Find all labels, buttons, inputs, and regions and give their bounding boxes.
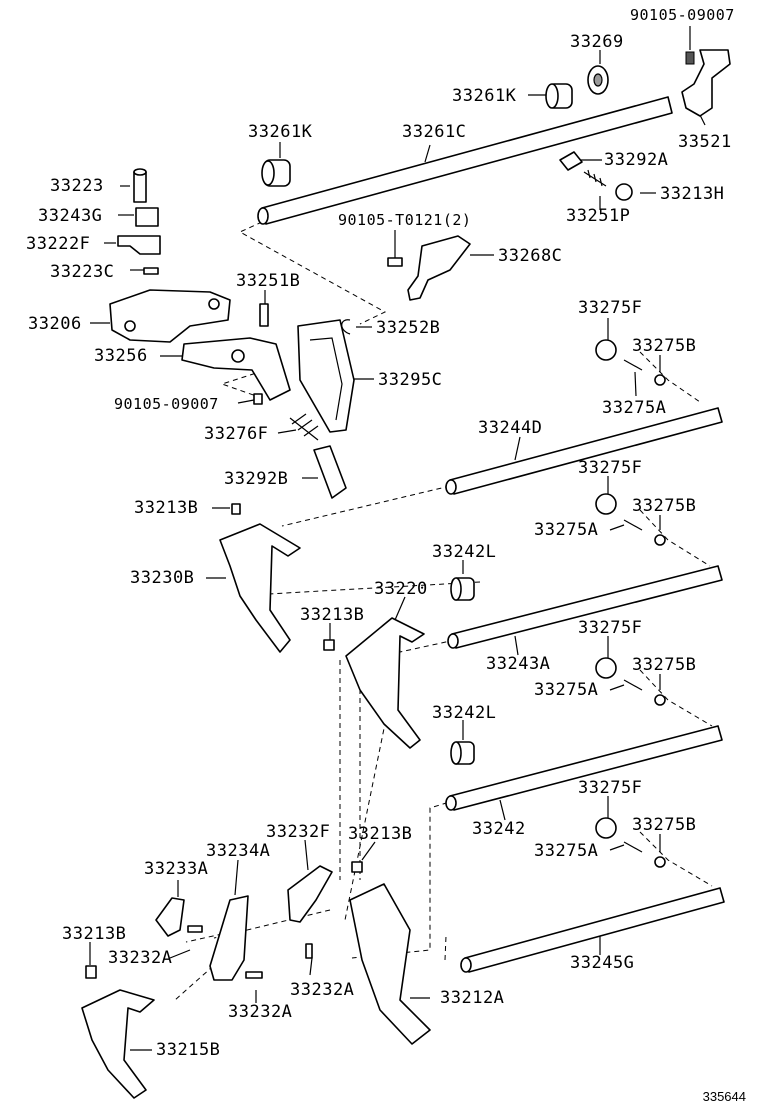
label-33243g: 33243G <box>38 206 103 226</box>
label-33251p: 33251P <box>566 206 631 226</box>
label-33242: 33242 <box>472 819 526 839</box>
label-33233a: 33233A <box>144 859 209 879</box>
label-33242l-2: 33242L <box>432 703 497 723</box>
label-33220: 33220 <box>374 579 428 599</box>
lever-33521 <box>681 49 731 117</box>
fork-33215b <box>81 989 155 1099</box>
label-33275a-4: 33275A <box>534 841 599 861</box>
label-90105-09007-mid: 90105-09007 <box>114 395 219 413</box>
label-33215b: 33215B <box>156 1040 221 1060</box>
label-33213b-2: 33213B <box>300 605 365 625</box>
label-33275f-1: 33275F <box>578 298 643 318</box>
label-33295c: 33295C <box>378 370 443 390</box>
label-33206: 33206 <box>28 314 82 334</box>
catalog-number: 335644 <box>702 1089 746 1104</box>
label-33232a-2: 33232A <box>290 980 355 1000</box>
label-33261k-top: 33261K <box>452 86 517 106</box>
head-33234a <box>209 895 249 981</box>
label-33256: 33256 <box>94 346 148 366</box>
lever-33256 <box>181 337 291 401</box>
shift-forks <box>81 523 431 1099</box>
label-33232a-3: 33232A <box>228 1002 293 1022</box>
label-33292a: 33292A <box>604 150 669 170</box>
label-33521: 33521 <box>678 132 732 152</box>
fork-33220 <box>345 617 425 749</box>
label-90105-t0121: 90105-T0121(2) <box>338 211 472 229</box>
label-33275a-1: 33275A <box>602 398 667 418</box>
label-33234a: 33234A <box>206 841 271 861</box>
label-33275b-4: 33275B <box>632 815 697 835</box>
label-33213h: 33213H <box>660 184 725 204</box>
label-33275a-2: 33275A <box>534 520 599 540</box>
label-33244d: 33244D <box>478 418 543 438</box>
label-33223c: 33223C <box>50 262 115 282</box>
label-33245g: 33245G <box>570 953 635 973</box>
label-33230b: 33230B <box>130 568 195 588</box>
fork-33212a <box>349 883 431 1045</box>
label-33268c: 33268C <box>498 246 563 266</box>
label-33275f-3: 33275F <box>578 618 643 638</box>
label-33276f: 33276F <box>204 424 269 444</box>
label-33275b-3: 33275B <box>632 655 697 675</box>
label-33275a-3: 33275A <box>534 680 599 700</box>
label-33261k-left: 33261K <box>248 122 313 142</box>
label-33232f: 33232F <box>266 822 331 842</box>
label-33223: 33223 <box>50 176 104 196</box>
plate-33295c <box>297 319 355 433</box>
bracket-33268c <box>407 235 471 301</box>
label-33275b-1: 33275B <box>632 336 697 356</box>
head-33233a <box>155 897 185 937</box>
label-33242l-1: 33242L <box>432 542 497 562</box>
housing-33206 <box>109 289 231 343</box>
fork-33230b <box>219 523 301 653</box>
label-33213b-3: 33213B <box>348 824 413 844</box>
label-33269: 33269 <box>570 32 624 52</box>
label-33252b: 33252B <box>376 318 441 338</box>
label-33275f-2: 33275F <box>578 458 643 478</box>
label-33222f: 33222F <box>26 234 91 254</box>
label-90105-09007-top: 90105-09007 <box>630 6 735 24</box>
label-33213b-4: 33213B <box>62 924 127 944</box>
shift-shafts <box>257 96 725 973</box>
label-33261c: 33261C <box>402 122 467 142</box>
label-33212a: 33212A <box>440 988 505 1008</box>
label-33275b-2: 33275B <box>632 496 697 516</box>
small-parts <box>85 49 731 979</box>
label-33292b: 33292B <box>224 469 289 489</box>
label-33232a-1: 33232A <box>108 948 173 968</box>
label-33213b-1: 33213B <box>134 498 199 518</box>
head-33232f <box>287 865 333 923</box>
label-33275f-4: 33275F <box>578 778 643 798</box>
label-33243a: 33243A <box>486 654 551 674</box>
label-33251b: 33251B <box>236 271 301 291</box>
